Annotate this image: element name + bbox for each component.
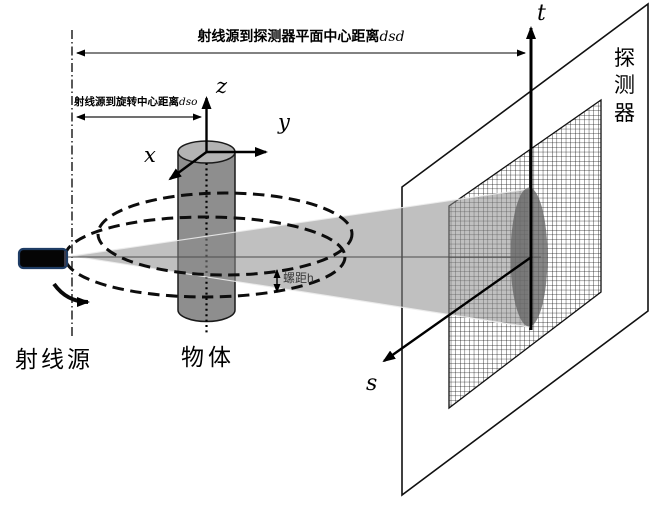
- helix-turn-upper: [96, 191, 354, 277]
- rotation-direction-arrow: [52, 282, 90, 307]
- dsd-distance-label: 射线源到探测器平面中心距离dsd: [168, 26, 434, 46]
- helix-turn-lower: [63, 215, 347, 299]
- source-label: 射线源: [15, 347, 93, 372]
- source-tube: [17, 247, 69, 270]
- z-axis-label: z: [216, 74, 228, 98]
- x-axis-label: x: [144, 143, 156, 167]
- dsd-variable: dsd: [379, 29, 405, 45]
- s-axis-label: s: [366, 371, 378, 396]
- y-axis-label: y: [278, 110, 290, 134]
- object-label: 物体: [181, 345, 235, 370]
- detector-label: 探测器: [614, 46, 635, 125]
- xray-source: [17, 247, 69, 270]
- beam-projection-ellipse: [510, 187, 548, 327]
- pitch-h-label: 螺距h: [283, 271, 314, 285]
- dsd-label-text: 射线源到探测器平面中心距离: [197, 28, 380, 44]
- dso-variable: dso: [179, 96, 198, 108]
- dso-distance-label: 射线源到旋转中心距离dso: [74, 94, 197, 109]
- t-axis-label: t: [537, 1, 546, 26]
- dso-label-text: 射线源到旋转中心距离: [74, 96, 179, 108]
- s-axis-arrow: [382, 257, 531, 363]
- x-axis-arrow: [168, 151, 208, 181]
